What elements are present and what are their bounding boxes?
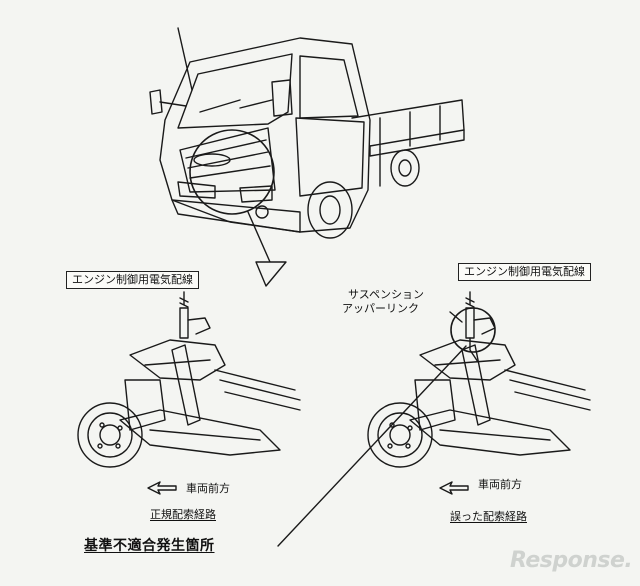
engine-wire-label-right: エンジン制御用電気配線 [458,263,591,281]
forward-arrow-right-icon [439,481,469,495]
down-arrow-icon [255,261,287,287]
suspension-label-line1: サスペンション [348,288,425,301]
pointer-line [247,211,271,263]
defect-leader-line [277,345,467,547]
left-suspension-illustration [77,291,301,495]
truck-illustration [149,27,465,239]
forward-label-right: 車両前方 [478,478,522,491]
defect-location-caption: 基準不適合発生箇所 [84,538,215,554]
correct-route-caption: 正規配索経路 [150,508,216,521]
suspension-label-line2: アッパーリンク [342,302,419,315]
forward-label-left: 車両前方 [186,482,230,495]
response-watermark: Response. [510,548,633,573]
engine-wire-label-left: エンジン制御用電気配線 [66,271,199,289]
forward-arrow-left-icon [147,481,177,495]
wrong-route-caption: 誤った配索経路 [450,510,527,523]
right-suspension-illustration [367,291,591,495]
